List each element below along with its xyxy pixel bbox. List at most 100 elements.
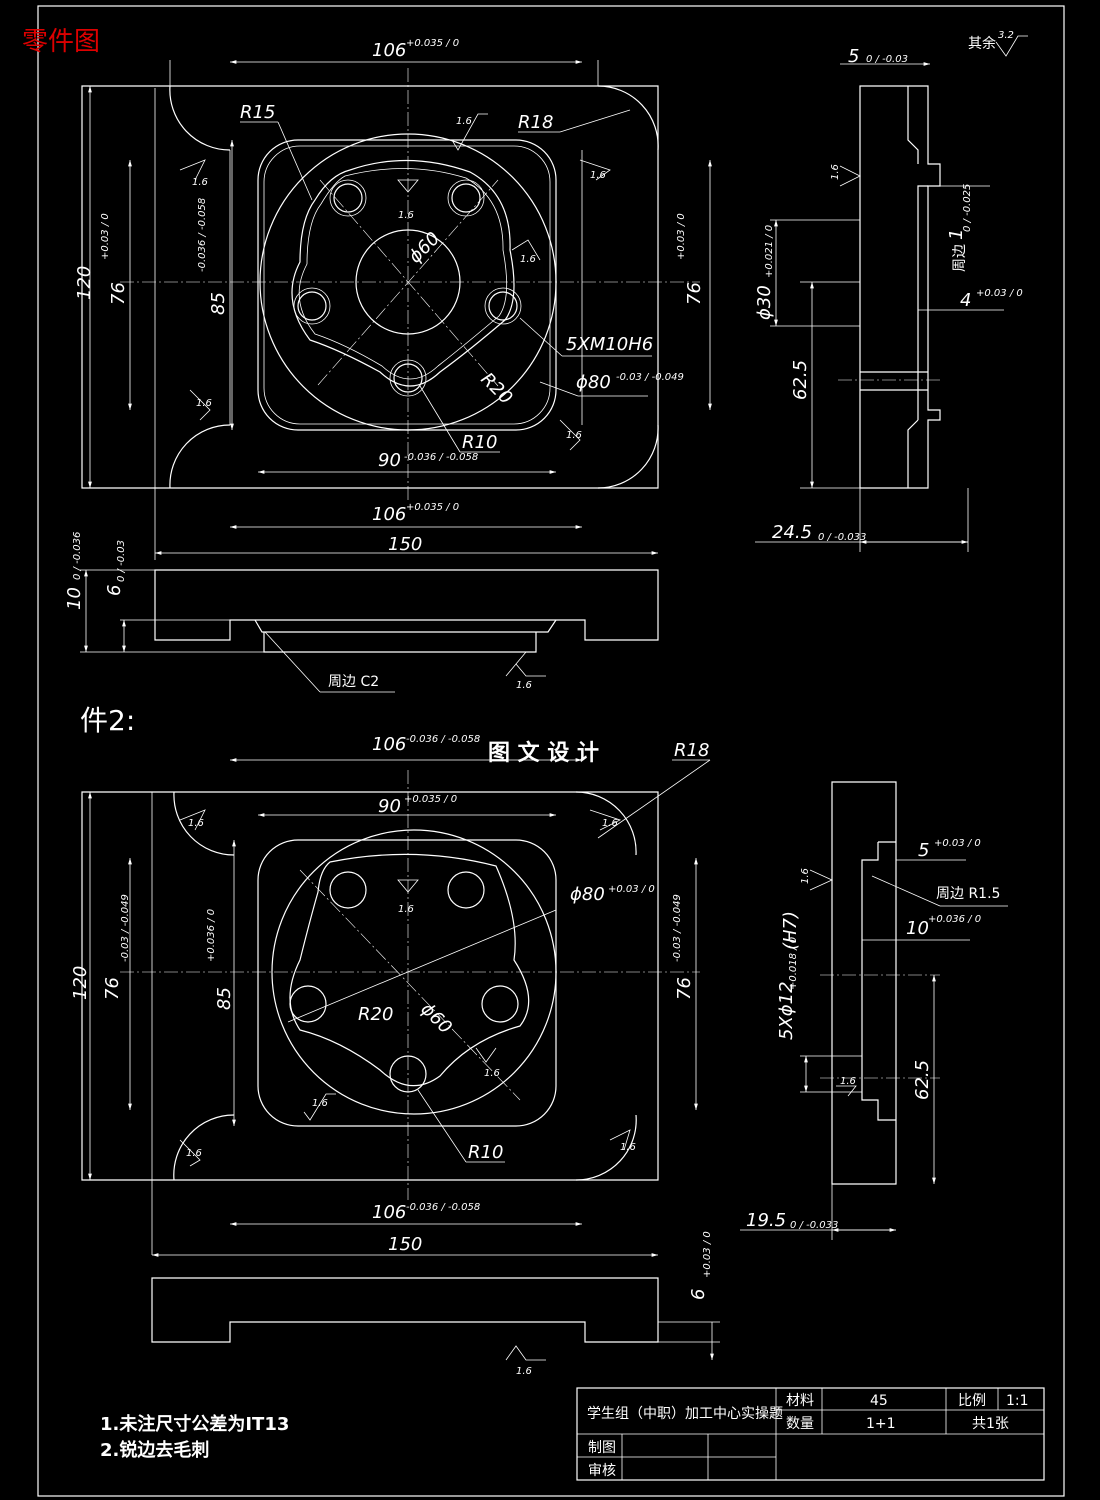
svg-text:R20: R20 <box>358 1004 393 1025</box>
svg-text:+0.03 / 0: +0.03 / 0 <box>100 213 111 260</box>
scale-value: 1:1 <box>1006 1393 1029 1409</box>
svg-text:62.5: 62.5 <box>790 360 811 400</box>
svg-text:1.6: 1.6 <box>830 164 841 180</box>
svg-text:周边: 周边 <box>952 244 968 272</box>
svg-text:+0.035 / 0: +0.035 / 0 <box>406 502 459 513</box>
svg-text:5: 5 <box>918 840 929 861</box>
svg-text:+0.021 / 0: +0.021 / 0 <box>764 225 775 278</box>
svg-text:1.6: 1.6 <box>192 177 208 188</box>
svg-text:1.6: 1.6 <box>398 904 414 915</box>
svg-text:90: 90 <box>378 450 401 471</box>
svg-text:24.5: 24.5 <box>772 522 812 543</box>
svg-text:ϕ80: ϕ80 <box>570 884 605 905</box>
svg-text:1.6: 1.6 <box>398 210 414 221</box>
svg-text:+0.03 / 0: +0.03 / 0 <box>934 838 981 849</box>
svg-text:R10: R10 <box>462 432 497 453</box>
part2-side-view: 5 +0.03 / 0 周边 R1.5 10 +0.036 / 0 5Xϕ12 … <box>740 781 1008 1240</box>
part1-side-view: 5 0 / -0.03 ϕ30 +0.021 / 0 62.5 24.5 0 /… <box>754 46 1023 552</box>
svg-text:120: 120 <box>74 266 95 300</box>
svg-text:1.6: 1.6 <box>186 1148 202 1159</box>
svg-text:R18: R18 <box>674 740 709 761</box>
part1-front-view: 10 0 / -0.036 6 0 / -0.03 周边 C2 1.6 <box>64 532 659 693</box>
svg-text:ϕ30: ϕ30 <box>754 285 775 320</box>
svg-text:4: 4 <box>960 290 971 311</box>
svg-text:+0.036 / 0: +0.036 / 0 <box>928 914 981 925</box>
svg-text:+0.03 / 0: +0.03 / 0 <box>676 213 687 260</box>
part2-front-view: 6 +0.03 / 0 1.6 <box>151 1231 720 1377</box>
svg-text:1: 1 <box>946 229 967 240</box>
svg-text:90: 90 <box>378 796 401 817</box>
svg-text:85: 85 <box>208 292 229 315</box>
svg-text:106: 106 <box>372 40 406 61</box>
surface-roughness-general: 其余 3.2 <box>968 30 1028 57</box>
svg-text:(H7): (H7) <box>780 911 801 950</box>
svg-text:R18: R18 <box>518 112 553 133</box>
svg-text:76: 76 <box>674 977 695 1000</box>
svg-text:R10: R10 <box>468 1142 503 1163</box>
svg-text:1.6: 1.6 <box>620 1142 636 1153</box>
svg-text:120: 120 <box>70 966 91 1000</box>
svg-text:ϕ60: ϕ60 <box>405 228 444 267</box>
svg-text:其余: 其余 <box>968 35 996 52</box>
svg-text:+0.03 / 0: +0.03 / 0 <box>608 884 655 895</box>
svg-text:-0.03 / -0.049: -0.03 / -0.049 <box>672 894 683 962</box>
material-label: 材料 <box>786 1393 814 1409</box>
title-block-name: 学生组（中职）加工中心实操题 <box>587 1406 783 1422</box>
checked-label: 审核 <box>588 1463 616 1479</box>
svg-text:ϕ80: ϕ80 <box>576 372 611 393</box>
technical-notes: 1.未注尺寸公差为IT13 2.锐边去毛刺 <box>100 1413 289 1461</box>
svg-text:6: 6 <box>104 585 125 596</box>
svg-text:0 / -0.025: 0 / -0.025 <box>962 184 973 232</box>
svg-text:周边 R1.5: 周边 R1.5 <box>936 886 1000 902</box>
drawing-border <box>37 5 1065 1497</box>
svg-text:85: 85 <box>214 987 235 1010</box>
svg-text:-0.036 / -0.058: -0.036 / -0.058 <box>197 198 208 272</box>
svg-text:0 / -0.033: 0 / -0.033 <box>790 1220 838 1231</box>
svg-text:106: 106 <box>372 504 406 525</box>
svg-text:0 / -0.033: 0 / -0.033 <box>818 532 866 543</box>
svg-text:5Xϕ12: 5Xϕ12 <box>776 981 797 1040</box>
quantity-value: 1+1 <box>866 1416 896 1432</box>
svg-text:-0.03 / -0.049: -0.03 / -0.049 <box>120 894 131 962</box>
svg-text:R20: R20 <box>476 369 516 409</box>
svg-text:106: 106 <box>372 1202 406 1223</box>
svg-text:+0.018 / 0: +0.018 / 0 <box>788 937 799 990</box>
svg-text:1.6: 1.6 <box>516 1366 532 1377</box>
svg-text:1.6: 1.6 <box>602 818 618 829</box>
svg-text:-0.036 / -0.058: -0.036 / -0.058 <box>404 452 478 463</box>
svg-text:+0.036 / 0: +0.036 / 0 <box>206 909 217 962</box>
svg-text:76: 76 <box>108 282 129 305</box>
svg-text:5: 5 <box>848 46 859 67</box>
note-1: 1.未注尺寸公差为IT13 <box>100 1413 289 1435</box>
svg-text:ϕ60: ϕ60 <box>416 999 455 1038</box>
svg-text:150: 150 <box>388 534 422 555</box>
svg-text:-0.03 / -0.049: -0.03 / -0.049 <box>616 372 684 383</box>
svg-text:-0.036 / -0.058: -0.036 / -0.058 <box>406 1202 480 1213</box>
svg-text:0 / -0.03: 0 / -0.03 <box>116 540 127 582</box>
svg-text:1.6: 1.6 <box>456 116 472 127</box>
svg-text:1.6: 1.6 <box>312 1098 328 1109</box>
svg-text:19.5: 19.5 <box>746 1210 786 1231</box>
svg-text:76: 76 <box>102 977 123 1000</box>
svg-text:0 / -0.036: 0 / -0.036 <box>72 532 83 580</box>
svg-text:-0.036 / -0.058: -0.036 / -0.058 <box>406 734 480 745</box>
svg-text:10: 10 <box>64 587 85 610</box>
note-2: 2.锐边去毛刺 <box>100 1439 209 1461</box>
svg-text:1.6: 1.6 <box>566 430 582 441</box>
scale-label: 比例 <box>958 1393 986 1409</box>
drawn-label: 制图 <box>588 1440 616 1456</box>
svg-text:+0.03 / 0: +0.03 / 0 <box>976 288 1023 299</box>
watermark-text: 图 文 设 计 <box>488 740 599 766</box>
svg-text:106: 106 <box>372 734 406 755</box>
svg-text:周边 C2: 周边 C2 <box>328 674 379 690</box>
svg-text:5XM10H6: 5XM10H6 <box>566 334 653 355</box>
svg-text:+0.035 / 0: +0.035 / 0 <box>404 794 457 805</box>
svg-text:1.6: 1.6 <box>516 680 532 691</box>
svg-text:+0.03 / 0: +0.03 / 0 <box>702 1231 713 1278</box>
svg-text:+0.035 / 0: +0.035 / 0 <box>406 38 459 49</box>
sheets-value: 共1张 <box>972 1416 1009 1432</box>
part2-top-view: 106 -0.036 / -0.058 90 +0.035 / 0 R18 ϕ8… <box>70 734 711 1257</box>
title-block: 学生组（中职）加工中心实操题 材料 45 比例 1:1 数量 1+1 共1张 制… <box>576 1387 1045 1481</box>
quantity-label: 数量 <box>786 1416 814 1432</box>
